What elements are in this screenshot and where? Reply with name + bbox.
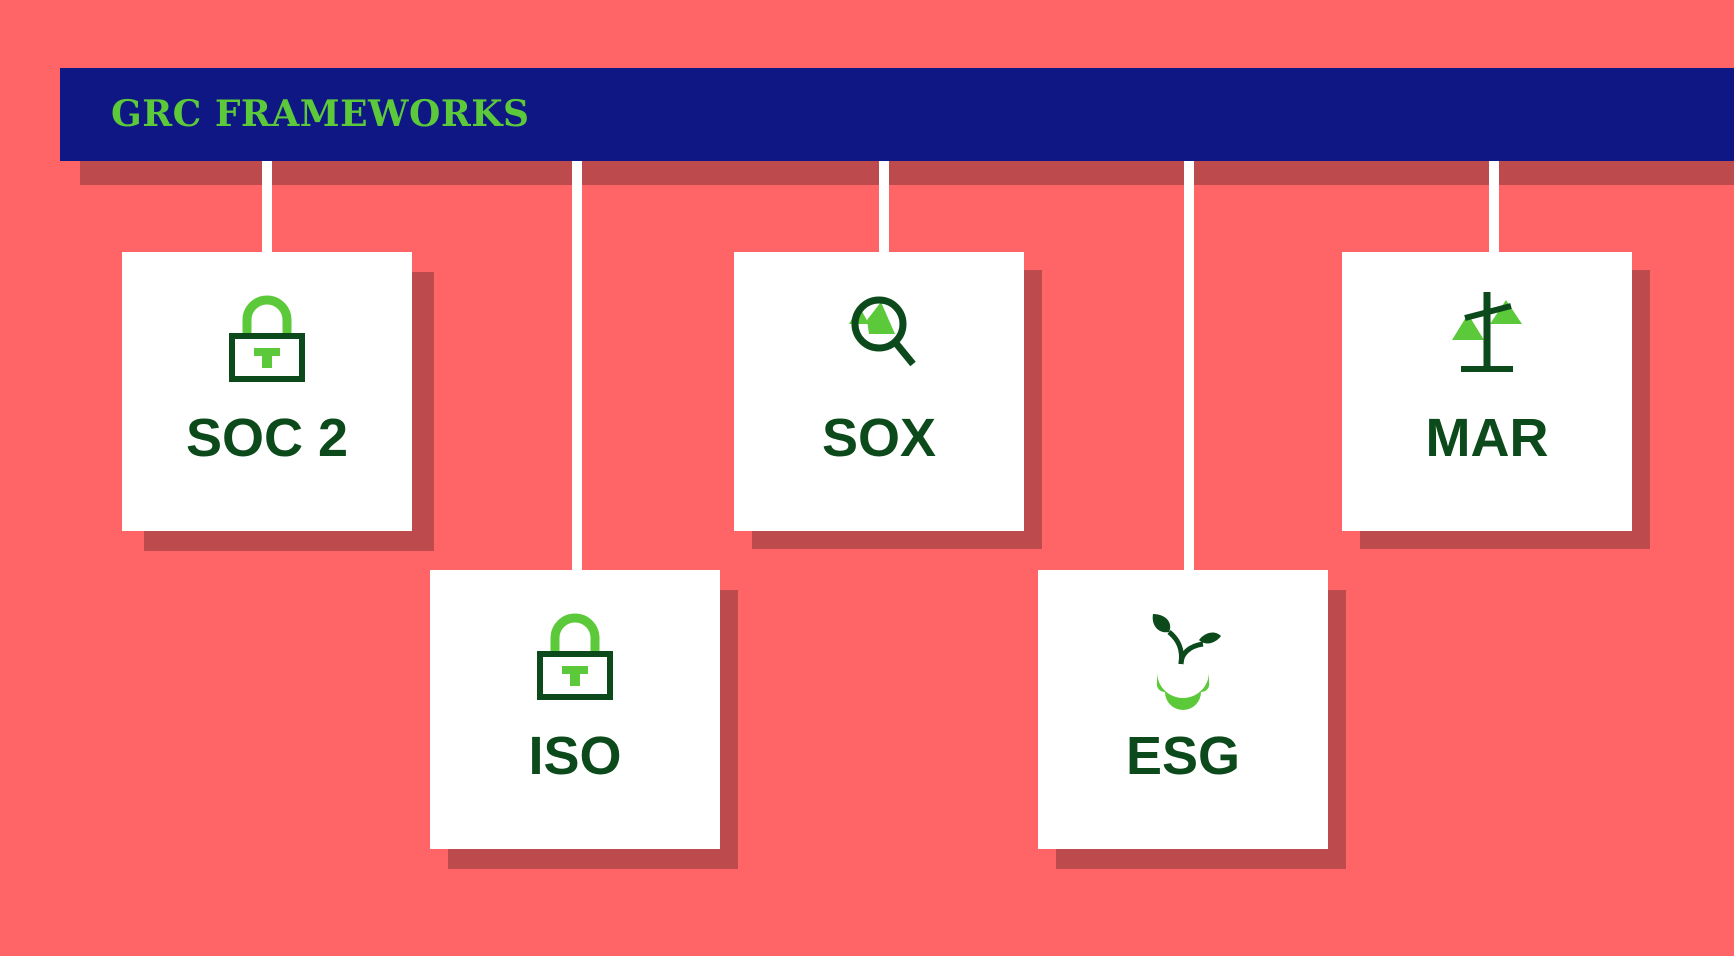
framework-label: ESG — [1125, 726, 1241, 786]
framework-card-mar: MAR — [1342, 252, 1632, 531]
magnifier-chart-icon — [829, 292, 929, 392]
scales-icon — [1437, 292, 1537, 392]
framework-label: MAR — [1425, 408, 1549, 468]
framework-label: ISO — [528, 726, 622, 786]
framework-card-sox: SOX — [734, 252, 1024, 531]
header-shadow — [80, 161, 1734, 185]
header-bar: GRC FRAMEWORKS — [60, 68, 1734, 161]
padlock-icon — [217, 292, 317, 392]
framework-card-iso: ISO — [430, 570, 720, 849]
connector-iso — [572, 161, 582, 570]
framework-card-esg: ESG — [1038, 570, 1328, 849]
connector-sox — [879, 161, 889, 252]
padlock-icon — [525, 610, 625, 710]
page-title: GRC FRAMEWORKS — [111, 93, 530, 135]
framework-card-soc2: SOC 2 — [122, 252, 412, 531]
connector-mar — [1489, 161, 1499, 252]
framework-label: SOC 2 — [185, 408, 349, 468]
sprout-icon — [1133, 610, 1233, 710]
connector-soc2 — [262, 161, 272, 252]
framework-label: SOX — [821, 408, 937, 468]
connector-esg — [1184, 161, 1194, 570]
